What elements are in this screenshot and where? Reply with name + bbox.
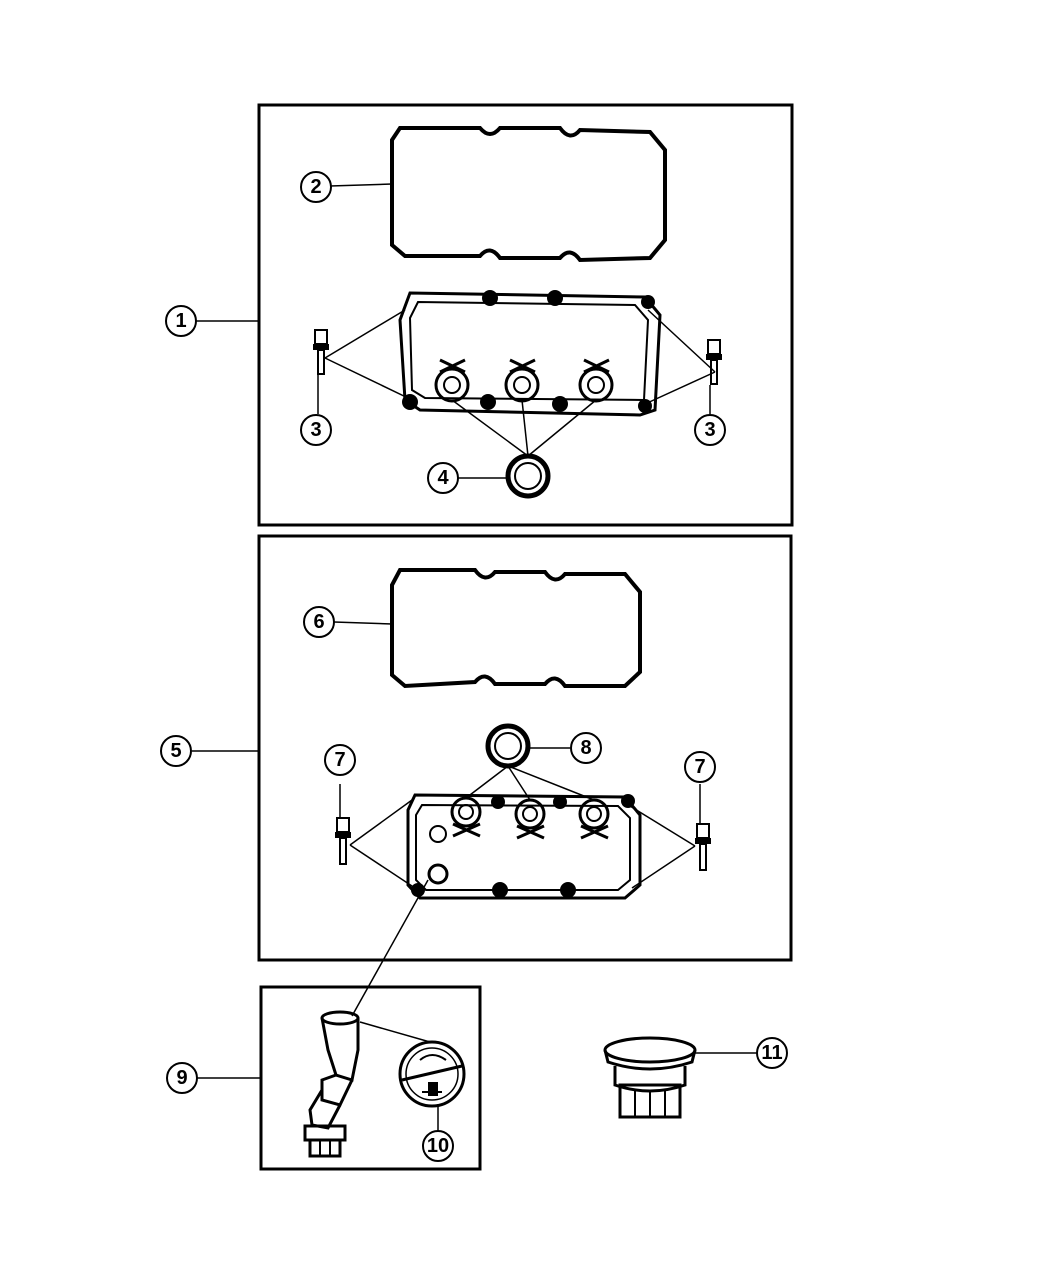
callout-5: 5 — [160, 735, 192, 767]
callout-7-left: 7 — [324, 744, 356, 776]
leaders-group-9 — [197, 1021, 439, 1131]
callout-3-right-label: 3 — [704, 419, 715, 441]
callout-10: 10 — [422, 1130, 454, 1162]
valve-cover-1 — [398, 290, 662, 417]
bolt-7-right — [695, 823, 711, 871]
callout-9: 9 — [166, 1062, 198, 1094]
callout-3-left: 3 — [300, 414, 332, 446]
gasket-6 — [390, 568, 642, 689]
callout-3-left-label: 3 — [310, 419, 321, 441]
leaders-group-5 — [192, 621, 701, 1017]
callout-5-label: 5 — [170, 740, 181, 762]
callout-7-right-label: 7 — [694, 756, 705, 778]
callout-11-label: 11 — [761, 1042, 782, 1064]
oil-filler-tube — [303, 1010, 360, 1158]
bolt-7-left — [335, 817, 351, 865]
callout-1: 1 — [165, 305, 197, 337]
callout-1-label: 1 — [175, 310, 186, 332]
callout-10-label: 10 — [427, 1135, 449, 1157]
valve-cover-5 — [406, 793, 642, 900]
callout-4: 4 — [427, 462, 459, 494]
bolt-3-left — [313, 329, 329, 375]
callout-8-label: 8 — [580, 737, 591, 759]
spark-well-1b — [504, 358, 540, 403]
spark-well-5a — [450, 796, 482, 838]
seal-8 — [485, 723, 531, 769]
breather-plug-11 — [603, 1036, 757, 1119]
group-box-1 — [257, 103, 794, 527]
callout-6-label: 6 — [313, 611, 324, 633]
callout-3-right: 3 — [694, 414, 726, 446]
callout-6: 6 — [303, 606, 335, 638]
spark-well-1a — [434, 358, 470, 403]
callout-9-label: 9 — [176, 1067, 187, 1089]
callout-7-left-label: 7 — [334, 749, 345, 771]
callout-8: 8 — [570, 732, 602, 764]
bolt-3-right — [706, 339, 722, 385]
callout-4-label: 4 — [437, 467, 449, 489]
oil-filler-cap — [398, 1040, 466, 1108]
callout-11: 11 — [756, 1037, 788, 1069]
leaders-group-1 — [196, 183, 716, 479]
gasket-2 — [390, 126, 667, 263]
group-box-5 — [257, 534, 793, 962]
callout-7-right: 7 — [684, 751, 716, 783]
seal-4 — [505, 453, 551, 499]
callout-2: 2 — [300, 171, 332, 203]
callout-2-label: 2 — [310, 176, 321, 198]
spark-well-1c — [578, 358, 614, 403]
